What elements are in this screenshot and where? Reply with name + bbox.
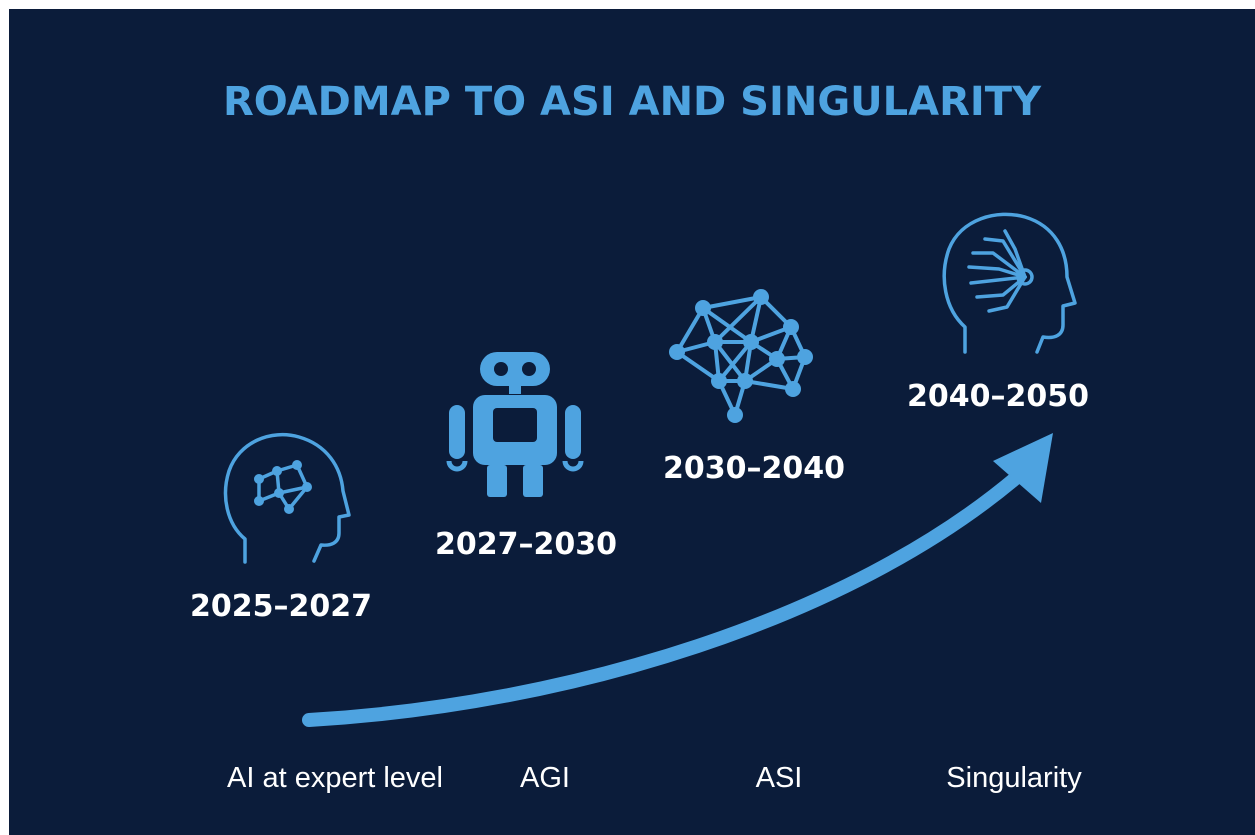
stage-3-years: 2030–2040 xyxy=(663,451,845,486)
roadmap-title: ROADMAP TO ASI AND SINGULARITY xyxy=(222,79,1042,125)
neural-network-icon xyxy=(669,289,813,423)
growth-arrow xyxy=(302,433,1053,727)
stage-2-years: 2027–2030 xyxy=(435,527,617,562)
stage-4-years: 2040–2050 xyxy=(907,379,1089,414)
stage-1-label: AI at expert level xyxy=(227,762,443,794)
stage-2-label: AGI xyxy=(520,762,570,794)
stage-1-years: 2025–2027 xyxy=(190,589,372,624)
stage-3-label: ASI xyxy=(755,762,803,794)
stage-4-label: Singularity xyxy=(946,762,1082,794)
roadmap-graphics xyxy=(223,212,1077,727)
robot-icon xyxy=(446,352,584,497)
roadmap-canvas: ROADMAP TO ASI AND SINGULARITY xyxy=(9,9,1255,835)
head-brain-network-icon xyxy=(223,432,351,564)
head-circuit-icon xyxy=(942,212,1077,354)
